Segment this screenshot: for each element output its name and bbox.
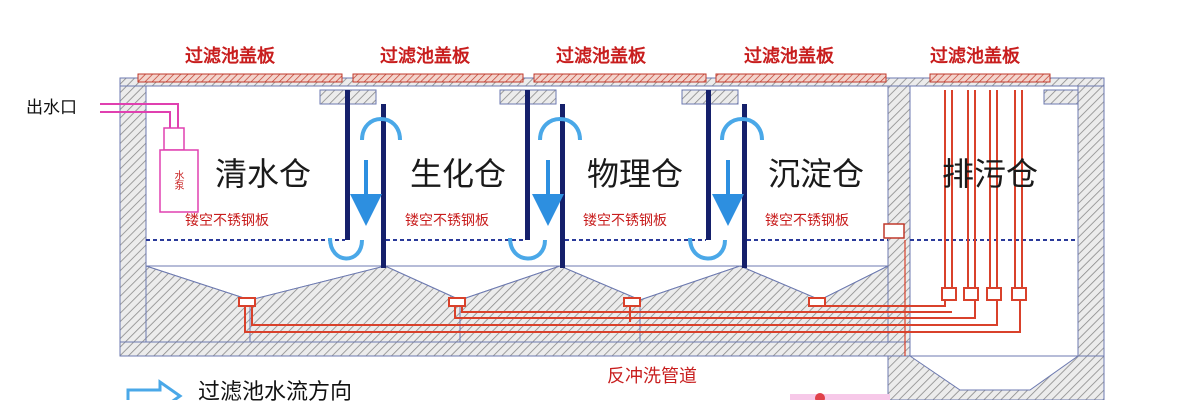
plate-label: 镂空不锈钢板 (405, 213, 489, 229)
chamber-name: 沉淀仓 (768, 155, 865, 193)
legend-arrow-icon (126, 379, 183, 405)
cover-label: 过滤池盖板 (380, 46, 470, 67)
chamber-name: 清水仓 (215, 155, 312, 193)
baffle-ledges (319, 89, 1079, 105)
plate-label: 镂空不锈钢板 (765, 213, 849, 229)
legend-label: 过滤池水流方向 (198, 380, 353, 405)
cover-label: 过滤池盖板 (556, 46, 646, 67)
pump-label: 水泵 (172, 170, 183, 190)
pipe-fitting (163, 127, 185, 151)
sludge-pipes (941, 90, 1027, 301)
pump-body (159, 149, 199, 213)
baffle-walls (345, 90, 747, 268)
chamber-name: 物理仓 (587, 155, 684, 193)
plate-label: 镂空不锈钢板 (583, 213, 667, 229)
hopper-bottoms (145, 265, 1080, 391)
chamber-name: 排污仓 (942, 155, 1039, 193)
backwash-label: 反冲洗管道 (607, 366, 697, 387)
water-flow-arrows (328, 117, 764, 261)
cover-label: 过滤池盖板 (185, 46, 275, 67)
backwash-pipes (238, 240, 1021, 356)
plate-label: 镂空不锈钢板 (185, 213, 269, 229)
outlet-label: 出水口 (26, 98, 77, 118)
outlet-assembly (100, 103, 199, 213)
chamber-name: 生化仓 (410, 155, 507, 193)
cover-plates (137, 73, 1051, 83)
pink-fragment (790, 394, 890, 400)
overflow-box (883, 223, 905, 239)
cover-label: 过滤池盖板 (930, 46, 1020, 67)
cover-label: 过滤池盖板 (744, 46, 834, 67)
